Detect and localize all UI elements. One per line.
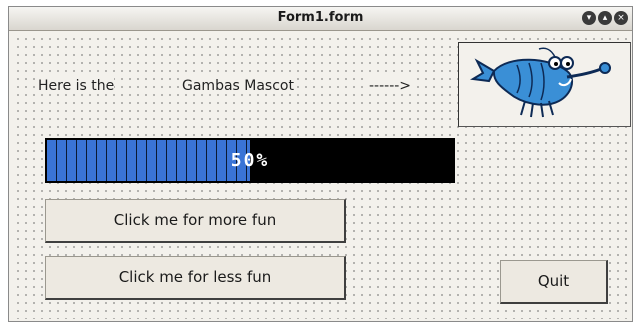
progress-fill xyxy=(47,140,250,181)
title-bar[interactable]: Form1.form ▾ ▴ × xyxy=(9,7,632,31)
close-icon[interactable]: × xyxy=(614,11,628,25)
maximize-icon[interactable]: ▴ xyxy=(598,11,612,25)
gambas-mascot-icon xyxy=(470,47,611,118)
less-fun-button[interactable]: Click me for less fun xyxy=(45,256,346,300)
progress-bar: 50% xyxy=(45,138,455,183)
mascot-name-label: Gambas Mascot xyxy=(182,78,294,94)
form-client-area: Here is the Gambas Mascot ------> xyxy=(11,32,631,319)
title-bar-buttons: ▾ ▴ × xyxy=(582,11,628,25)
quit-button[interactable]: Quit xyxy=(500,260,608,304)
progress-percent-label: 50% xyxy=(230,150,270,171)
intro-label: Here is the xyxy=(38,78,115,94)
shade-icon[interactable]: ▾ xyxy=(582,11,596,25)
mascot-picture xyxy=(458,42,631,127)
window-title: Form1.form xyxy=(277,10,364,25)
arrow-label: ------> xyxy=(369,78,412,94)
more-fun-button[interactable]: Click me for more fun xyxy=(45,199,346,243)
form-window: Form1.form ▾ ▴ × Here is the Gambas Masc… xyxy=(8,6,633,322)
